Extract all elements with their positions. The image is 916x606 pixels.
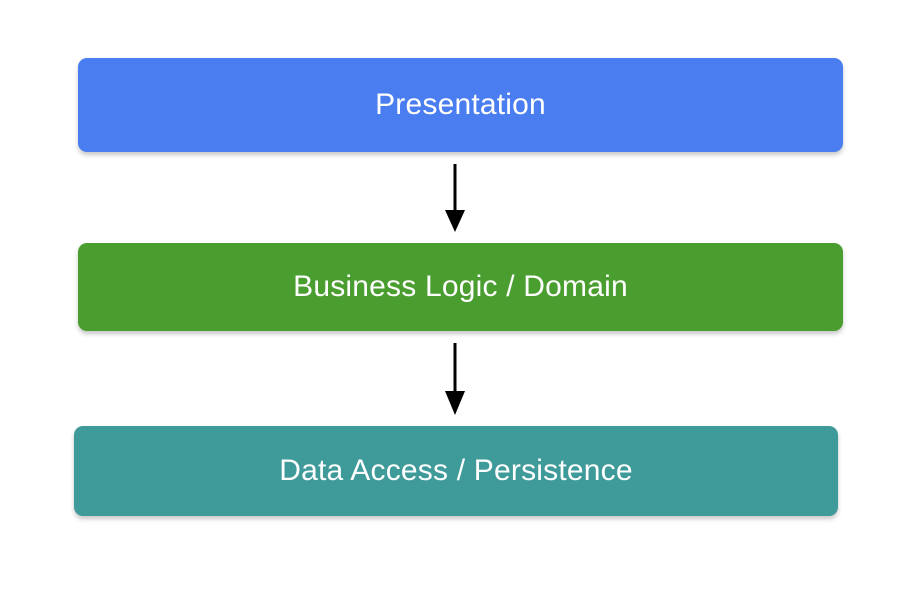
layer-box-data-access[interactable]: Data Access / Persistence	[74, 426, 838, 516]
arrow-down-icon	[445, 343, 465, 415]
layer-box-presentation[interactable]: Presentation	[78, 58, 843, 152]
arrow-down-icon	[445, 164, 465, 232]
arrow-business-to-data	[437, 343, 473, 415]
arrow-presentation-to-business	[437, 164, 473, 232]
layer-box-business-logic[interactable]: Business Logic / Domain	[78, 243, 843, 331]
layer-label-data-access: Data Access / Persistence	[279, 454, 633, 487]
layer-label-business-logic: Business Logic / Domain	[293, 270, 628, 303]
layer-label-presentation: Presentation	[375, 88, 546, 121]
